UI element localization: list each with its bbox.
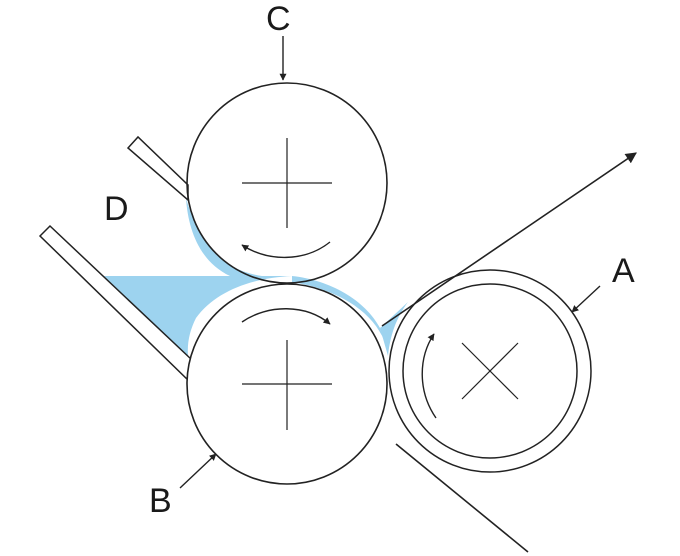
web-outgoing-line bbox=[381, 152, 637, 327]
roller-c bbox=[186, 82, 388, 284]
upper-doctor-blade bbox=[126, 135, 189, 202]
label-leaders bbox=[179, 36, 601, 489]
roller-b-rotation-arrow bbox=[241, 308, 331, 325]
label-c: C bbox=[266, 0, 291, 38]
roller-c-rotation-arrow bbox=[241, 241, 331, 259]
label-d: D bbox=[104, 190, 129, 228]
roller-a-rotation-arrow bbox=[421, 333, 437, 419]
web-incoming-line bbox=[395, 443, 529, 553]
label-b: B bbox=[149, 482, 172, 520]
roller-a-cross-2 bbox=[461, 342, 519, 400]
leader-b-arrow bbox=[179, 453, 217, 489]
web-path bbox=[381, 152, 637, 553]
leader-a-arrow bbox=[571, 285, 601, 313]
label-a: A bbox=[612, 252, 635, 290]
roller-a bbox=[388, 269, 592, 473]
roller-b bbox=[186, 283, 388, 485]
